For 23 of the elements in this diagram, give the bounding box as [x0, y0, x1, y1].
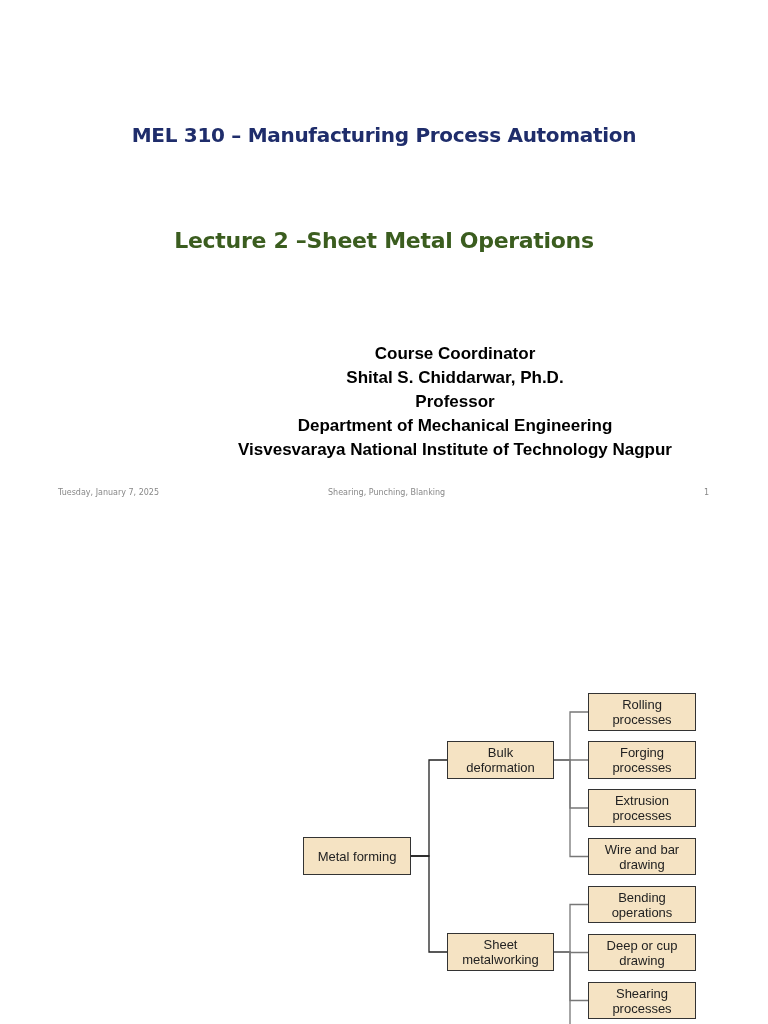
presenter-info: Professor	[414, 392, 496, 412]
presenter-info: Course Coordinator	[373, 344, 537, 364]
process-box: Bulk deformation	[447, 741, 554, 779]
process-box: Wire and bar drawing	[588, 838, 696, 875]
process-box: Rolling processes	[588, 693, 696, 731]
footer-text: Tuesday, January 7, 2025	[58, 488, 160, 497]
footer-text: Shearing, Punching, Blanking	[328, 488, 446, 497]
presenter-info: Visvesvaraya National Institute of Technology Nagpur	[237, 440, 673, 460]
process-box: Forging processes	[588, 741, 696, 779]
connector-line	[553, 951, 571, 1024]
process-box: Metal forming	[303, 837, 411, 875]
footer-text: 1	[704, 488, 710, 497]
lecture-title: Lecture 2 –Sheet Metal Operations	[173, 228, 595, 253]
presenter-info: Shital S. Chiddarwar, Ph.D.	[345, 368, 565, 388]
process-box: Bending operations	[588, 886, 696, 923]
slide-title: MEL 310 – Manufacturing Process Automation	[130, 123, 638, 147]
process-box: Deep or cup drawing	[588, 934, 696, 971]
connector-line	[553, 759, 589, 858]
process-box: Extrusion processes	[588, 789, 696, 827]
process-box: Sheet metalworking	[447, 933, 554, 971]
presenter-info: Department of Mechanical Engineering	[296, 416, 614, 436]
process-box: Shearing processes	[588, 982, 696, 1019]
connector-line	[410, 855, 448, 953]
